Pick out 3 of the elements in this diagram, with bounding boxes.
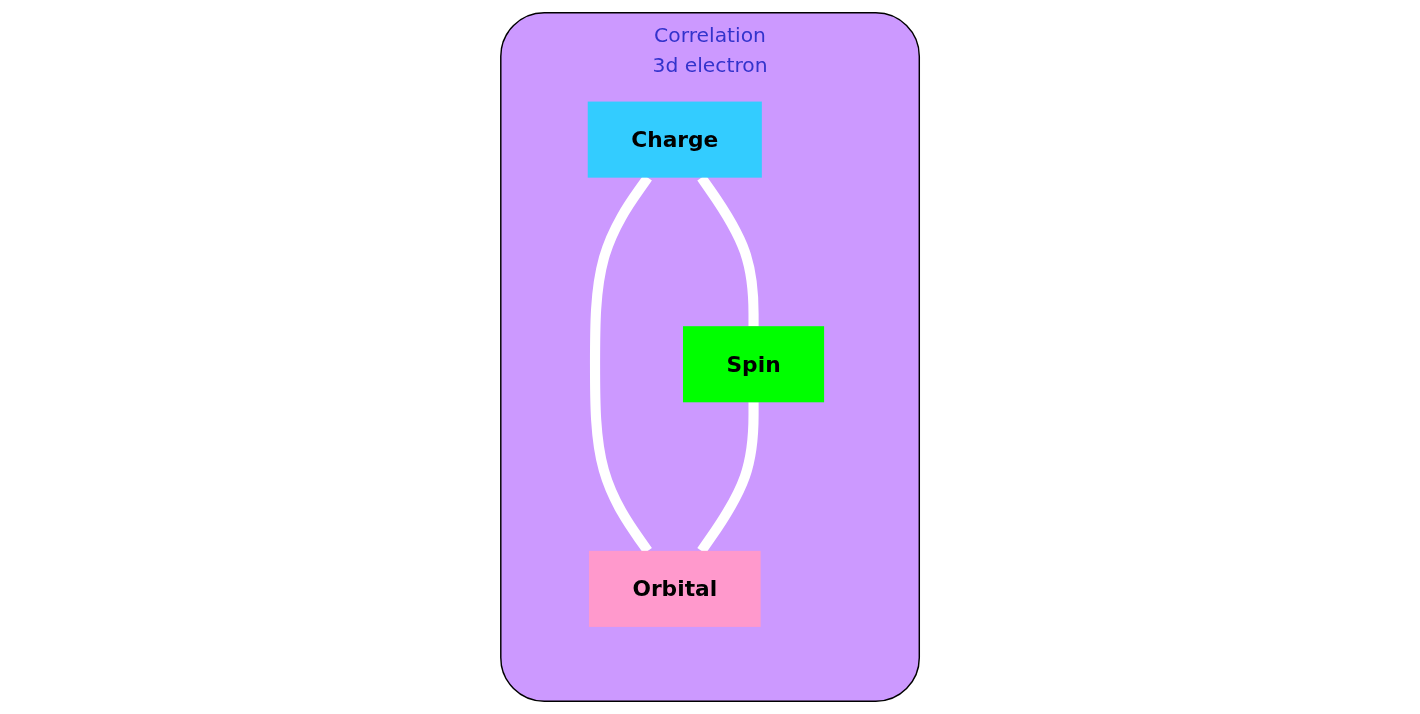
node-box: Orbital (588, 550, 761, 627)
node-box: Spin (682, 326, 825, 403)
node-box: Charge (587, 101, 762, 178)
